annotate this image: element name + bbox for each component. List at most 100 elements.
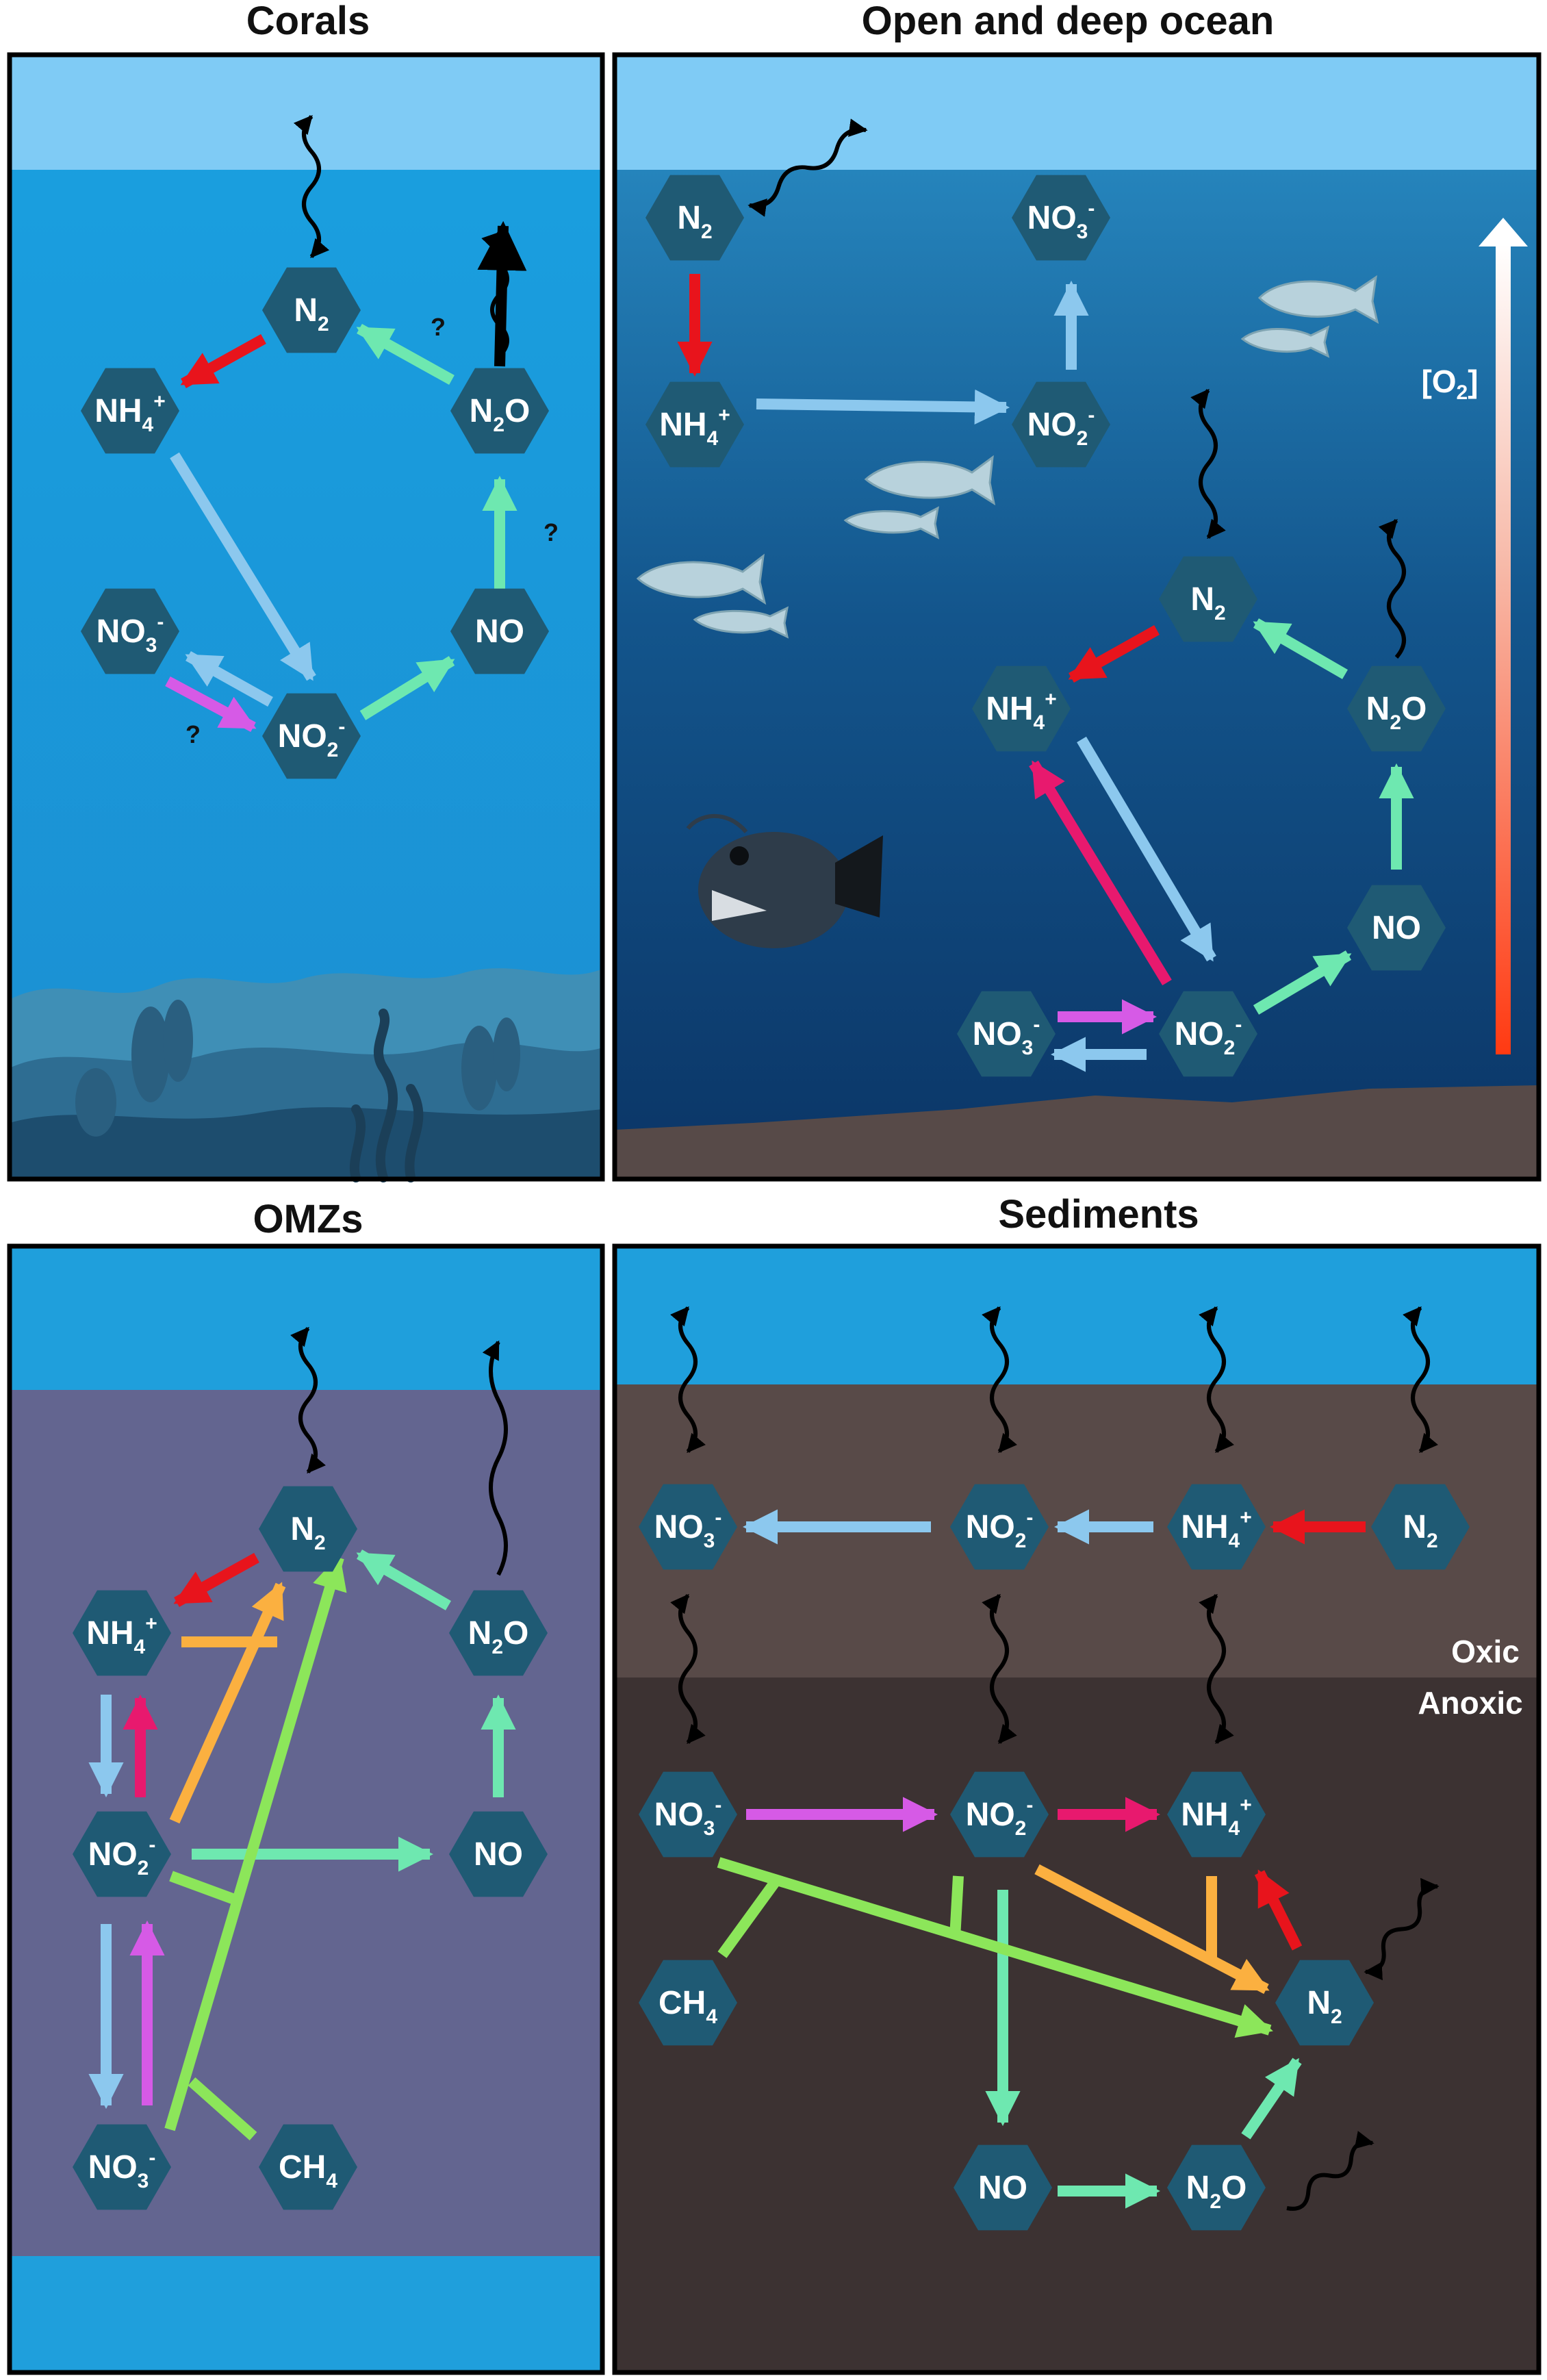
n2-node: N2 <box>1159 556 1257 642</box>
hexagon-shape <box>639 1771 737 1858</box>
n2-node: N2 <box>1371 1484 1470 1570</box>
no-node: NO <box>1347 885 1446 971</box>
species-label: NO3- <box>88 2147 156 2192</box>
hexagon-shape <box>972 666 1071 752</box>
species-label: N2O <box>1186 2170 1247 2213</box>
hexagon-shape <box>1347 666 1446 752</box>
species-label: NO2- <box>278 716 346 761</box>
nh4-node: NH4+ <box>73 1590 171 1676</box>
hexagon-shape <box>1159 991 1257 1077</box>
hexagon-shape <box>645 381 744 468</box>
hexagon-shape <box>81 588 179 674</box>
species-label: CH4 <box>659 1985 717 2028</box>
sediment-exchange-arrow <box>982 1306 1017 1454</box>
species-label: NO2- <box>88 1834 156 1879</box>
question-mark: ? <box>544 518 559 546</box>
no3-node: NO3- <box>639 1771 737 1858</box>
nh4-node: NH4+ <box>645 381 744 468</box>
nitrification-arrow <box>185 651 273 707</box>
dnra-arrow <box>1029 760 1172 986</box>
species-label: NH4+ <box>94 390 166 436</box>
anoxic-label: Anoxic <box>1418 1685 1522 1721</box>
coral-plant-icon <box>75 1000 520 1137</box>
species-label: NO <box>474 1836 523 1873</box>
hexagon-shape <box>81 368 179 454</box>
hexagon-shape <box>1012 175 1110 261</box>
denitrification-arrow <box>1253 950 1352 1015</box>
species-label: NO2- <box>966 1794 1034 1840</box>
species-label: N2 <box>1307 1985 1342 2028</box>
hexagon-shape <box>259 2124 357 2210</box>
hexagon-shape <box>1347 885 1446 971</box>
no3-node: NO3- <box>639 1484 737 1570</box>
fixation-arrow <box>1068 625 1160 683</box>
fixation-arrow <box>180 334 266 388</box>
species-label: N2 <box>1190 581 1225 624</box>
n2o-node: N2O <box>1167 2144 1266 2231</box>
species-label: NH4+ <box>1181 1506 1252 1552</box>
species-label: NO2- <box>966 1506 1034 1552</box>
n2o-emission-arrow <box>1378 518 1406 659</box>
gas-exchange-arrow <box>1364 1877 1440 1981</box>
no2-node: NO2- <box>1159 991 1257 1077</box>
species-label: NO <box>978 2170 1027 2206</box>
no2-node: NO2- <box>262 693 361 779</box>
hexagon-shape <box>950 1484 1049 1570</box>
species-label: NO3- <box>654 1794 722 1840</box>
omz-title: OMZs <box>253 1197 363 1241</box>
oxic-label: Oxic <box>1451 1634 1520 1669</box>
n-damo-arrow <box>164 1554 347 2131</box>
species-label: NO <box>1372 910 1421 946</box>
denitrification-arrow <box>1241 2058 1302 2140</box>
n2o-emission-arrow <box>1286 2131 1375 2211</box>
no-node: NO <box>450 588 549 674</box>
species-label: NH4+ <box>1181 1794 1252 1840</box>
n2o-emission-arrow <box>481 231 509 358</box>
nh4-node: NH4+ <box>81 368 179 454</box>
species-label: NO3- <box>973 1013 1040 1059</box>
species-label: CH4 <box>279 2149 337 2192</box>
nitrification-arrow <box>756 389 1010 425</box>
gas-exchange-arrow <box>290 1326 326 1474</box>
no2-node: NO2- <box>950 1771 1049 1858</box>
fixation-arrow <box>173 1553 259 1607</box>
species-label: NO3- <box>97 611 164 657</box>
hexagon-shape <box>1167 2144 1266 2231</box>
denitrification-arrow <box>356 1549 451 1610</box>
n2-node: N2 <box>645 175 744 261</box>
species-label: N2O <box>470 393 530 436</box>
anammox-arrow <box>169 1582 286 1824</box>
question-mark: ? <box>186 720 201 748</box>
hexagon-shape <box>73 2124 171 2210</box>
no2-node: NO2- <box>950 1484 1049 1570</box>
air-sea-exchange-arrow <box>747 118 868 217</box>
species-label: N2O <box>1366 691 1427 734</box>
n-damo-line <box>949 1875 964 1938</box>
gas-exchange-arrow <box>1190 388 1226 540</box>
hexagon-shape <box>262 267 361 353</box>
reaction-arrows <box>88 220 1414 2209</box>
oxygen-label: [O2] <box>1421 364 1478 404</box>
hexagon-shape <box>1275 1960 1374 2046</box>
denitrification-arrow <box>359 656 455 720</box>
n2o-release-arrow <box>477 220 527 367</box>
ch4-node: CH4 <box>259 2124 357 2210</box>
hexagon-shape <box>259 1486 357 1572</box>
seaweed-icon <box>349 1009 424 1182</box>
n2o-emission-arrow <box>482 1340 508 1576</box>
nh4-node: NH4+ <box>1167 1771 1266 1858</box>
nh4-node: NH4+ <box>972 666 1071 752</box>
n-damo-line <box>717 1876 782 1958</box>
species-label: NO <box>475 613 524 650</box>
species-label: NO2- <box>1175 1013 1242 1059</box>
no-node: NO <box>449 1811 548 1897</box>
denitrification-arrow <box>356 324 455 385</box>
no3-node: NO3- <box>957 991 1056 1077</box>
species-label: NH4+ <box>986 688 1057 734</box>
hexagon-shape <box>1167 1771 1266 1858</box>
species-label: NO3- <box>1027 197 1095 243</box>
species-label: NO3- <box>654 1506 722 1552</box>
hexagon-shape <box>1371 1484 1470 1570</box>
